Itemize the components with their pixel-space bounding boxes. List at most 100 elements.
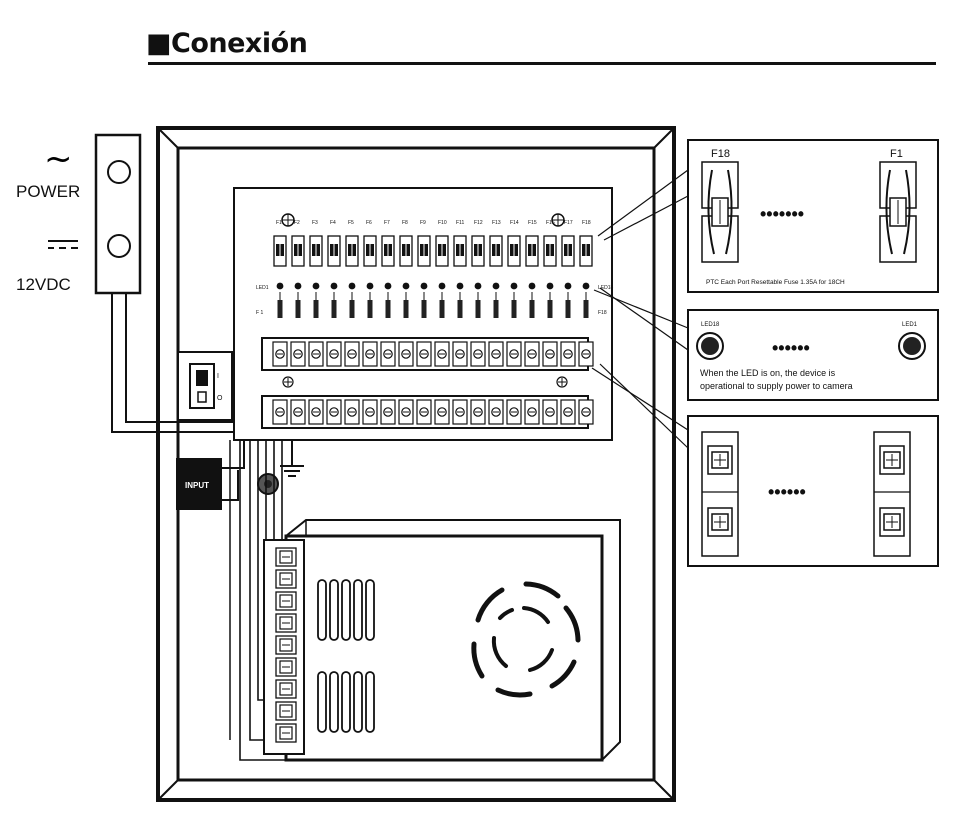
fuse-holder — [507, 235, 521, 267]
screw-terminal — [488, 399, 504, 425]
fuse-holder — [399, 235, 413, 267]
ptc-fuse — [331, 292, 337, 318]
fuse-holder — [273, 235, 287, 267]
fuse-label: F16 — [546, 220, 555, 226]
fuse-left-label: F 1 — [256, 310, 263, 316]
power-jack-block — [94, 133, 142, 295]
fan-icon — [471, 581, 581, 698]
led-callout-caption-line1: When the LED is on, the device is — [700, 368, 836, 378]
screw-terminal — [308, 341, 324, 367]
fuse-label: F3 — [312, 220, 318, 226]
psu-terminal — [275, 613, 297, 633]
status-led — [546, 282, 554, 290]
screw-terminal — [308, 399, 324, 425]
psu-terminal — [275, 657, 297, 677]
fuse-label: F4 — [330, 220, 336, 226]
fuse-label: F13 — [492, 220, 501, 226]
fuse-holder — [453, 235, 467, 267]
screw-terminal — [560, 341, 576, 367]
fuse-holder — [525, 235, 539, 267]
terminal-detail-right-icon — [873, 431, 911, 557]
led-callout-ellipsis: •••••• — [772, 338, 810, 358]
status-led — [528, 282, 536, 290]
led-callout-left-label: LED18 — [701, 322, 720, 328]
fuse-holder — [435, 235, 449, 267]
screw-terminal — [524, 341, 540, 367]
screw-terminal — [452, 399, 468, 425]
page-title: ■Conexión — [146, 28, 308, 59]
fuse-holder — [363, 235, 377, 267]
screw-terminal — [488, 341, 504, 367]
screw-terminal — [398, 399, 414, 425]
screw-terminal — [380, 341, 396, 367]
status-led — [474, 282, 482, 290]
vent-slot — [317, 579, 327, 641]
psu-terminal — [275, 591, 297, 611]
terminal-row-bottom — [272, 399, 594, 425]
inlet-cable — [111, 293, 238, 433]
fuse-label: F5 — [348, 220, 354, 226]
vent-slot — [329, 671, 339, 733]
screw-terminal — [578, 399, 594, 425]
mount-screw-icon — [281, 213, 565, 227]
fuse-label: F9 — [420, 220, 426, 226]
status-led — [276, 282, 284, 290]
fuse-holder — [381, 235, 395, 267]
fuse-holder — [291, 235, 305, 267]
screw-terminal — [542, 341, 558, 367]
input-label: INPUT — [185, 481, 209, 490]
fuse-right-label: F18 — [598, 310, 607, 316]
status-led — [366, 282, 374, 290]
screw-terminal — [434, 399, 450, 425]
status-led — [420, 282, 428, 290]
ground-screw-icon — [257, 473, 279, 495]
vent-slot — [329, 579, 339, 641]
led-left-label: LED1 — [256, 285, 269, 291]
power-label: POWER — [16, 182, 80, 201]
status-led — [330, 282, 338, 290]
ptc-fuse — [295, 292, 301, 318]
screw-terminal — [326, 341, 342, 367]
led-row — [276, 282, 590, 290]
screw-terminal — [434, 341, 450, 367]
fuse-holder — [345, 235, 359, 267]
screw-terminal — [506, 399, 522, 425]
vent-slot — [353, 671, 363, 733]
fuse-label: F2 — [294, 220, 300, 226]
ptc-fuse — [349, 292, 355, 318]
ptc-fuse — [277, 292, 283, 318]
status-led — [348, 282, 356, 290]
fuse-holder — [561, 235, 575, 267]
psu-terminal — [275, 679, 297, 699]
vent-slot — [365, 671, 375, 733]
callout-leaders — [591, 169, 689, 449]
led-detail-right-icon — [898, 332, 926, 360]
fuse-holder — [309, 235, 323, 267]
status-led — [492, 282, 500, 290]
screw-terminal — [416, 399, 432, 425]
power-supply-unit — [263, 519, 621, 762]
status-led — [294, 282, 302, 290]
fuse-callout: F18 F1 ••••••• PTC Each Port Resettable … — [687, 139, 939, 293]
ptc-fuse — [367, 292, 373, 318]
psu-terminal — [275, 635, 297, 655]
fuse-holder — [327, 235, 341, 267]
fuse-holder — [579, 235, 593, 267]
fuse-holder — [471, 235, 485, 267]
power-jack-hole-ac — [107, 160, 131, 184]
power-jack-hole-dc — [107, 234, 131, 258]
plus-mark-icon — [282, 376, 568, 388]
screw-terminal — [506, 341, 522, 367]
led-right-label: LED18 — [598, 285, 614, 291]
fuse-holder — [417, 235, 431, 267]
fuse-callout-ellipsis: ••••••• — [760, 204, 804, 224]
input-block: INPUT — [176, 440, 245, 740]
screw-terminal — [290, 399, 306, 425]
ptc-fuse — [529, 292, 535, 318]
screw-terminal — [452, 341, 468, 367]
fuse-holder — [489, 235, 503, 267]
fuse-label: F7 — [384, 220, 390, 226]
ptc-fuse — [475, 292, 481, 318]
title-underline — [148, 62, 936, 65]
ptc-fuse — [421, 292, 427, 318]
